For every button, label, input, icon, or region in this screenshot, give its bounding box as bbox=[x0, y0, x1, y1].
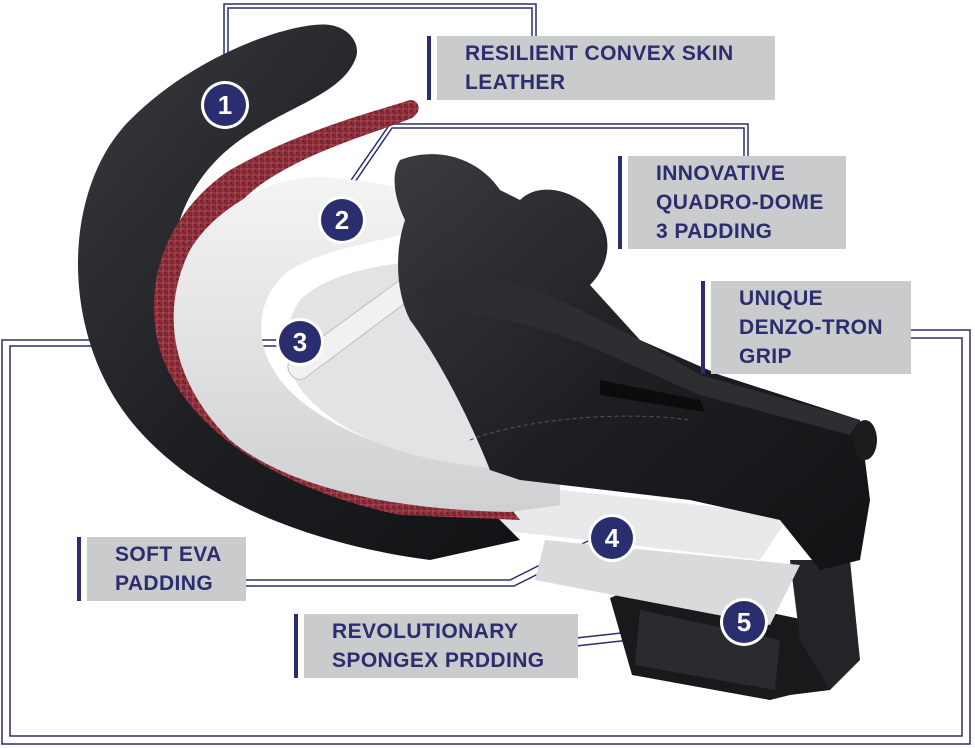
cuff-knob bbox=[853, 420, 877, 460]
hand-compartment-top bbox=[415, 279, 860, 435]
label-3-line-3: GRIP bbox=[739, 345, 792, 368]
label-denzo-tron-grip: UNIQUE DENZO-TRON GRIP bbox=[701, 281, 911, 374]
label-3-line-2: DENZO-TRON bbox=[739, 316, 883, 339]
connector-2 bbox=[339, 123, 749, 199]
badge-1-number: 1 bbox=[218, 90, 232, 120]
label-2-line-3: 3 PADDING bbox=[656, 220, 773, 243]
glove-illustration bbox=[77, 24, 877, 700]
glove-cuff-panel bbox=[635, 610, 780, 690]
badge-1: 1 bbox=[201, 81, 249, 129]
label-3-line-1: UNIQUE bbox=[739, 287, 824, 310]
badge-4: 4 bbox=[588, 514, 636, 562]
label-4-line-2: PADDING bbox=[115, 572, 214, 595]
cuff-strap bbox=[790, 560, 860, 690]
label-spongex-padding: REVOLUTIONARY SPONGEX PRDDING bbox=[294, 614, 578, 678]
outer-shell bbox=[77, 24, 521, 561]
number-badges: 1 2 3 4 5 bbox=[201, 81, 768, 646]
badge-4-number: 4 bbox=[605, 523, 620, 553]
label-1-line-1: RESILIENT CONVEX SKIN bbox=[465, 42, 734, 65]
badge-3: 3 bbox=[276, 318, 324, 366]
badge-5: 5 bbox=[720, 598, 768, 646]
connector-3 bbox=[1, 329, 971, 745]
label-5-line-2: SPONGEX PRDDING bbox=[332, 649, 545, 672]
badge-3-number: 3 bbox=[293, 327, 307, 357]
badge-2: 2 bbox=[318, 196, 366, 244]
label-1-line-2: LEATHER bbox=[465, 71, 566, 94]
badge-2-number: 2 bbox=[335, 205, 349, 235]
connector-1 bbox=[223, 3, 537, 85]
label-5-line-1: REVOLUTIONARY bbox=[332, 620, 519, 643]
thumb-strap bbox=[600, 380, 705, 412]
label-2-line-2: QUADRO-DOME bbox=[656, 191, 824, 214]
badge-5-number: 5 bbox=[737, 607, 751, 637]
label-convex-skin-leather: RESILIENT CONVEX SKIN LEATHER bbox=[427, 36, 775, 100]
quadro-dome-padding bbox=[173, 176, 560, 512]
label-2-line-1: INNOVATIVE bbox=[656, 162, 786, 185]
stitching bbox=[469, 415, 691, 441]
label-quadro-dome-padding: INNOVATIVE QUADRO-DOME 3 PADDING bbox=[618, 156, 846, 249]
label-4-line-1: SOFT EVA bbox=[115, 543, 222, 566]
label-soft-eva-padding: SOFT EVA PADDING bbox=[77, 537, 246, 601]
